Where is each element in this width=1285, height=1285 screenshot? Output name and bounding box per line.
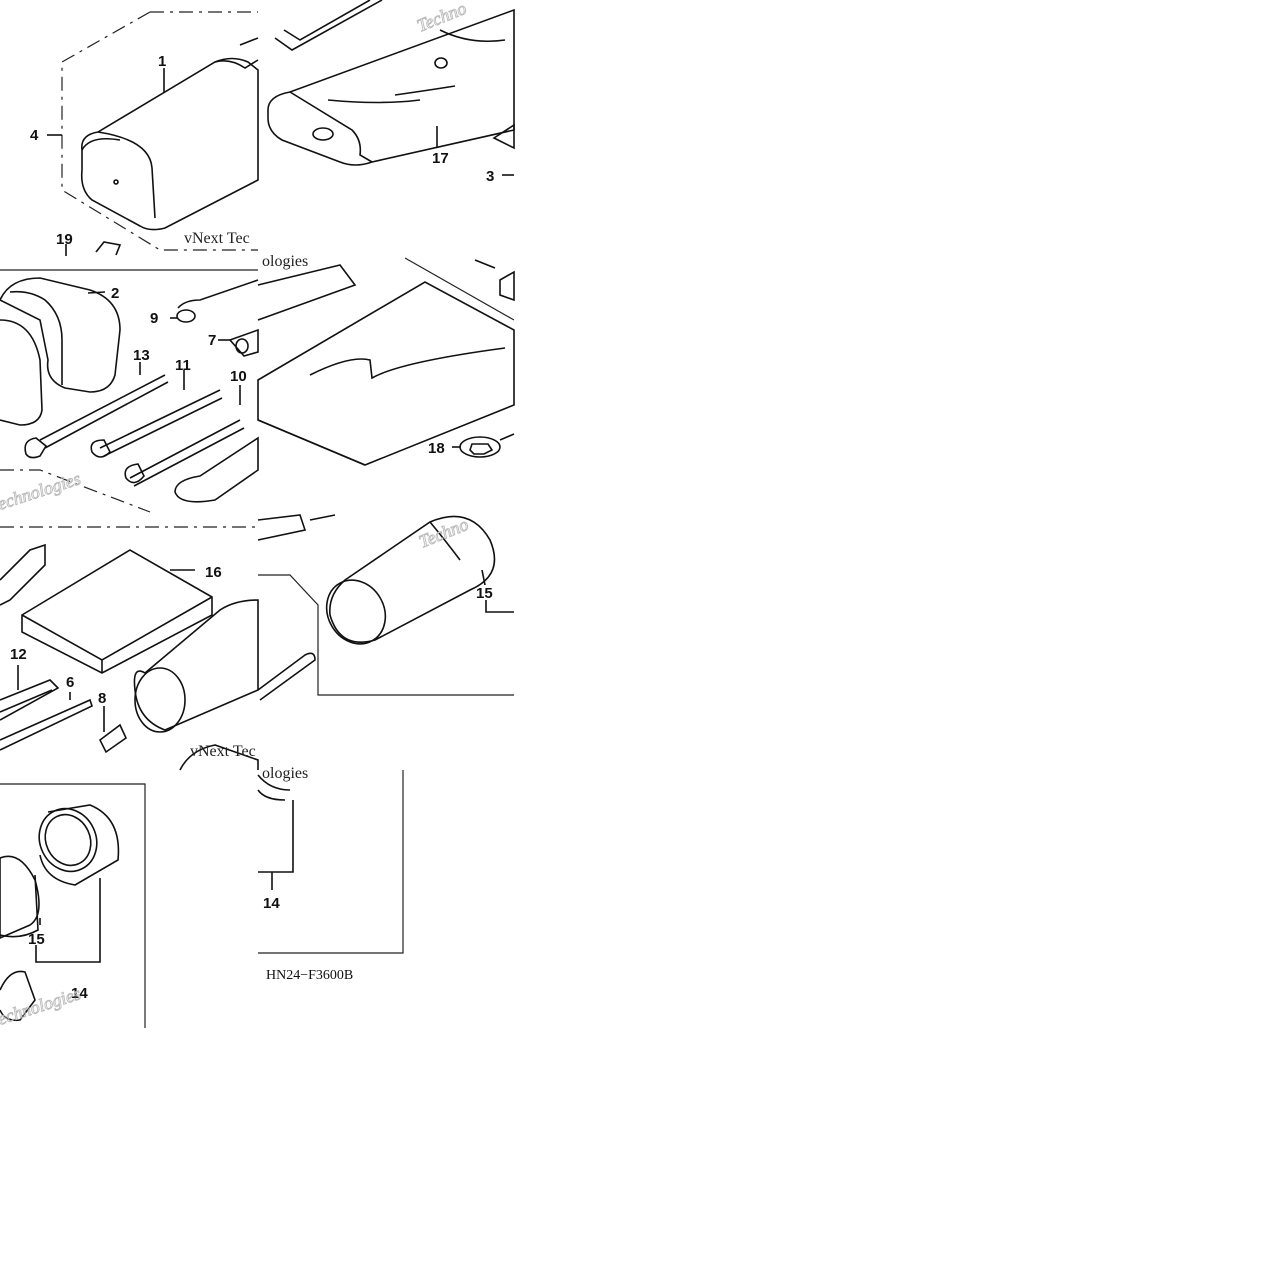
- callout-18: 18: [428, 440, 445, 457]
- callout-11: 11: [175, 357, 191, 374]
- watermark-logies-1: ologies: [262, 253, 308, 270]
- callout-15b: 15: [28, 931, 45, 948]
- callout-19: 19: [56, 231, 73, 248]
- container-illustration: [257, 514, 514, 701]
- callout-9: 9: [150, 310, 158, 327]
- watermark-tech-4: echnologies: [0, 983, 83, 1029]
- callout-8: 8: [98, 690, 106, 707]
- callout-12: 12: [10, 646, 27, 663]
- callout-14a: 14: [71, 985, 88, 1002]
- tool-bag-illustration: [47, 11, 259, 256]
- sleeve-and-ring-illustration: [0, 783, 146, 1028]
- watermark-logies-2: ologies: [262, 765, 308, 782]
- pouch-and-wrenches-illustration: [0, 269, 259, 513]
- watermark-tech-2: echnologies: [0, 468, 83, 514]
- callout-17: 17: [432, 150, 449, 167]
- callout-10: 10: [230, 368, 247, 385]
- ring-and-code-illustration: [257, 770, 404, 954]
- callout-4: 4: [30, 127, 39, 144]
- callout-6: 6: [66, 674, 74, 691]
- watermark-brand-1: vNext Tec: [184, 230, 250, 247]
- callout-15a: 15: [476, 585, 493, 602]
- figure-code: HN24−F3600B: [266, 968, 353, 983]
- tool-roll-illustration: [267, 0, 515, 176]
- callout-3: 3: [486, 168, 494, 185]
- callout-16: 16: [205, 564, 222, 581]
- manual-and-pliers-illustration: [0, 526, 259, 771]
- callout-2: 2: [111, 285, 119, 302]
- sheet-and-socket-illustration: [257, 257, 515, 466]
- callout-14b: 14: [263, 895, 280, 912]
- callout-1: 1: [158, 53, 166, 70]
- watermark-brand-2: vNext Tec: [190, 743, 256, 760]
- callout-13: 13: [133, 347, 150, 364]
- callout-7: 7: [208, 332, 216, 349]
